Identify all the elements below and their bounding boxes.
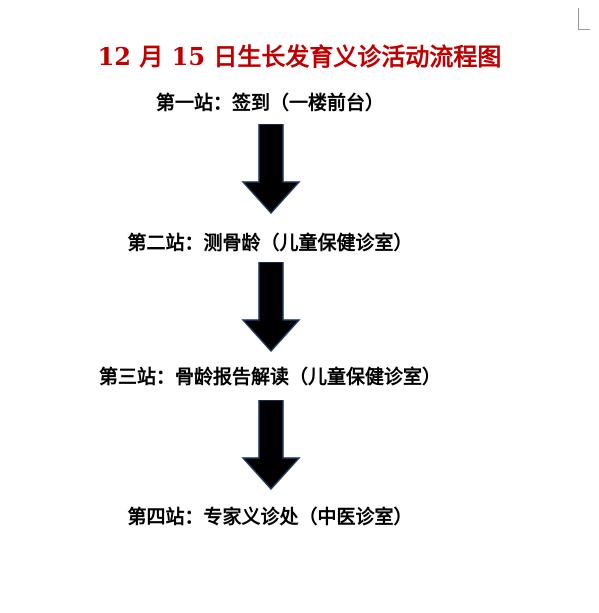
flowchart-title: 12 月 15 日生长发育义诊活动流程图 (97, 42, 502, 71)
down-arrow-icon (241, 400, 301, 490)
down-arrow-icon (241, 262, 301, 352)
down-arrow-icon (241, 124, 301, 214)
station-3-label: 第三站：骨龄报告解读（儿童保健诊室） (98, 366, 441, 388)
station-2-label: 第二站：测骨龄（儿童保健诊室） (127, 232, 413, 254)
station-4-label: 第四站：专家义诊处（中医诊室） (127, 506, 413, 528)
station-1-label: 第一站：签到（一楼前台） (155, 92, 384, 114)
page-corner-mark (578, 8, 590, 30)
